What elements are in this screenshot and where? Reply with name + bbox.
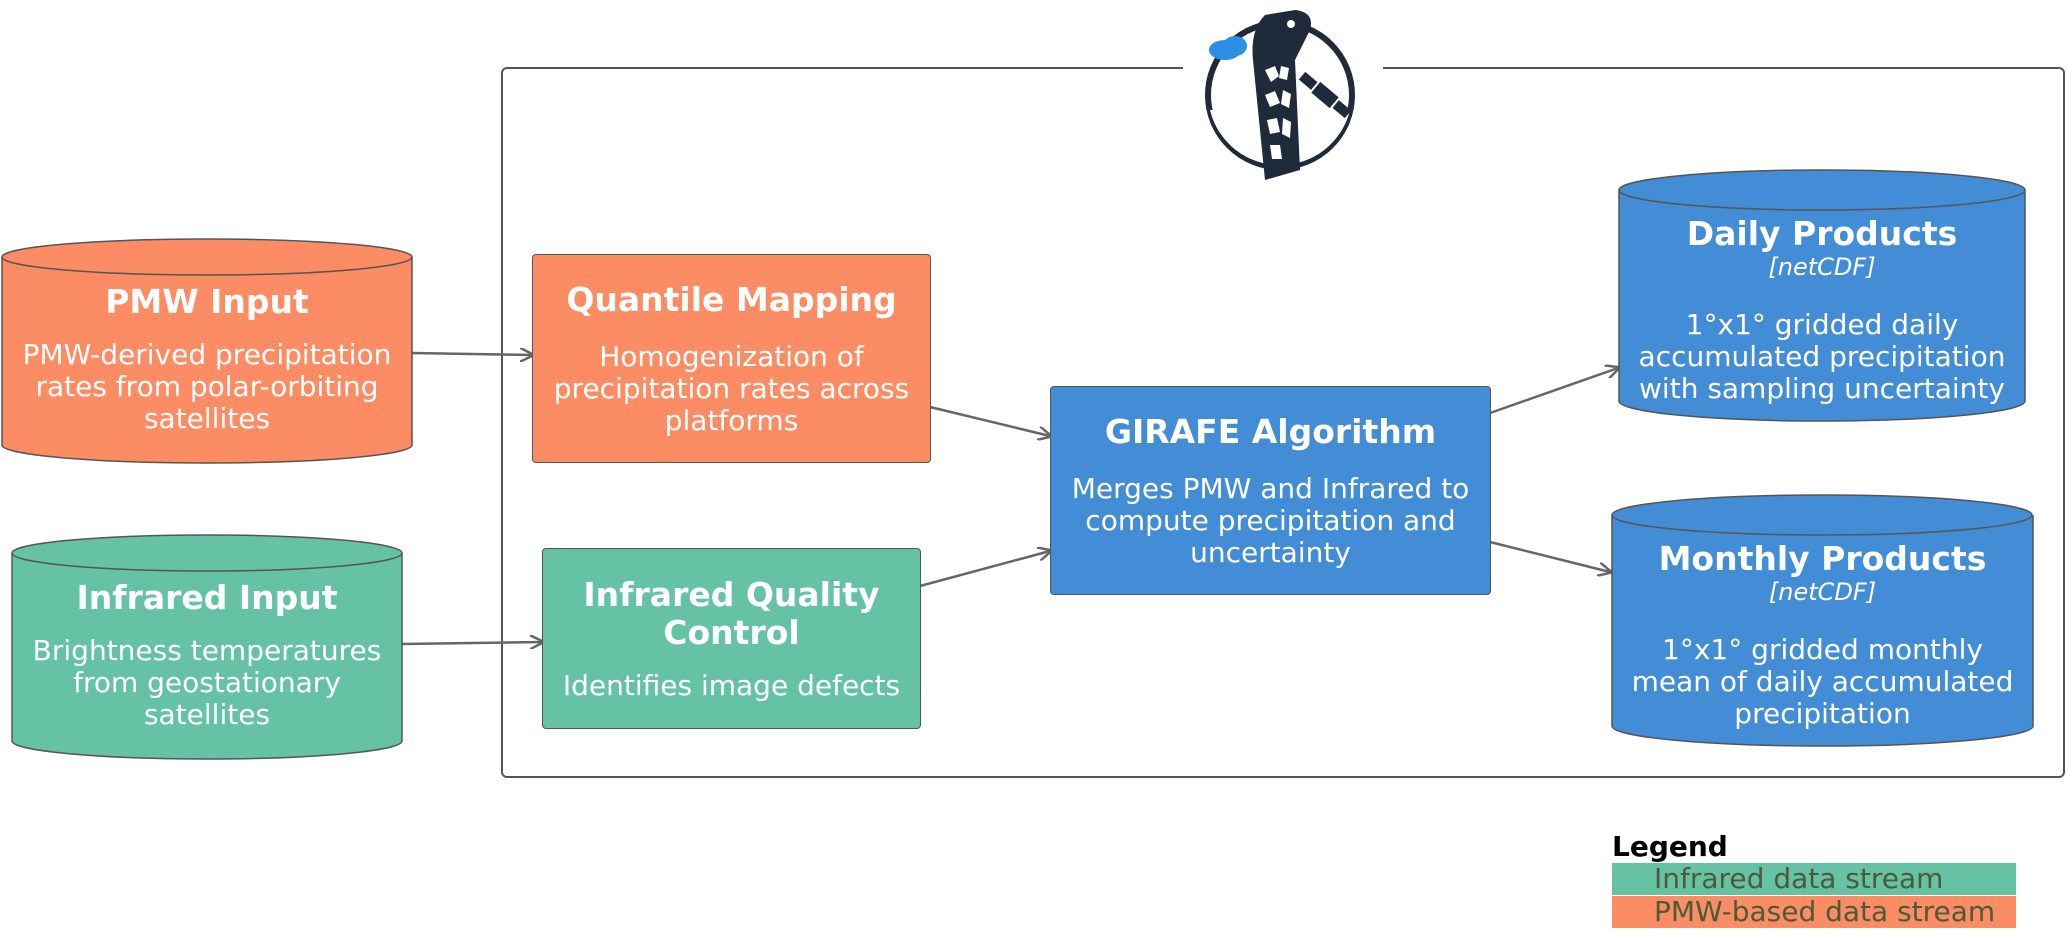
pmw-input-cylinder[interactable]: PMW Input PMW-derived precipitation rate… <box>0 237 414 465</box>
quantile-mapping-title: Quantile Mapping <box>566 279 897 319</box>
infrared-input-description: Brightness temperatures from geostationa… <box>32 634 382 731</box>
daily-products-cylinder[interactable]: Daily Products [netCDF] 1°x1° gridded da… <box>1617 168 2027 423</box>
infrared-quality-control-title: Infrared Quality Control <box>583 574 880 652</box>
cylinder-shape <box>1611 494 2034 747</box>
legend-title: Legend <box>1612 830 1728 863</box>
infrared-input-title: Infrared Input <box>76 578 338 617</box>
monthly-products-title: Monthly Products <box>1658 539 1987 578</box>
legend-item-infrared: Infrared data stream <box>1612 863 2016 895</box>
girafe-logo <box>1195 0 1375 182</box>
daily-products-title: Daily Products <box>1686 214 1958 253</box>
girafe-algorithm-description: Merges PMW and Infrared to compute preci… <box>1071 471 1470 569</box>
giraffe-satellite-icon <box>1205 10 1355 180</box>
legend-label: Infrared data stream <box>1654 862 1944 895</box>
monthly-products-cylinder[interactable]: Monthly Products [netCDF] 1°x1° gridded … <box>1610 493 2035 748</box>
infrared-quality-control-description: Identifies image defects <box>562 668 901 702</box>
daily-products-technology: [netCDF] <box>1768 253 1876 281</box>
daily-products-description: 1°x1° gridded daily accumulated precipit… <box>1638 308 2006 405</box>
girafe-algorithm-box[interactable]: GIRAFE Algorithm Merges PMW and Infrared… <box>1050 386 1491 595</box>
cylinder-shape <box>1618 169 2026 422</box>
infrared-input-cylinder[interactable]: Infrared Input Brightness temperatures f… <box>10 533 404 761</box>
monthly-products-technology: [netCDF] <box>1768 578 1877 606</box>
girafe-algorithm-title: GIRAFE Algorithm <box>1104 411 1437 451</box>
cylinder-shape <box>1 238 413 464</box>
infrared-quality-control-box[interactable]: Infrared Quality Control Identifies imag… <box>542 548 921 729</box>
quantile-mapping-box[interactable]: Quantile Mapping Homogenization of preci… <box>532 254 931 463</box>
cylinder-shape <box>11 534 403 760</box>
quantile-mapping-description: Homogenization of precipitation rates ac… <box>553 339 910 437</box>
legend-label: PMW-based data stream <box>1654 895 1996 928</box>
pmw-input-title: PMW Input <box>105 282 309 321</box>
legend-item-pmw: PMW-based data stream <box>1612 896 2016 928</box>
monthly-products-description: 1°x1° gridded monthly mean of daily accu… <box>1631 633 2014 730</box>
pmw-input-description: PMW-derived precipitation rates from pol… <box>22 338 392 435</box>
